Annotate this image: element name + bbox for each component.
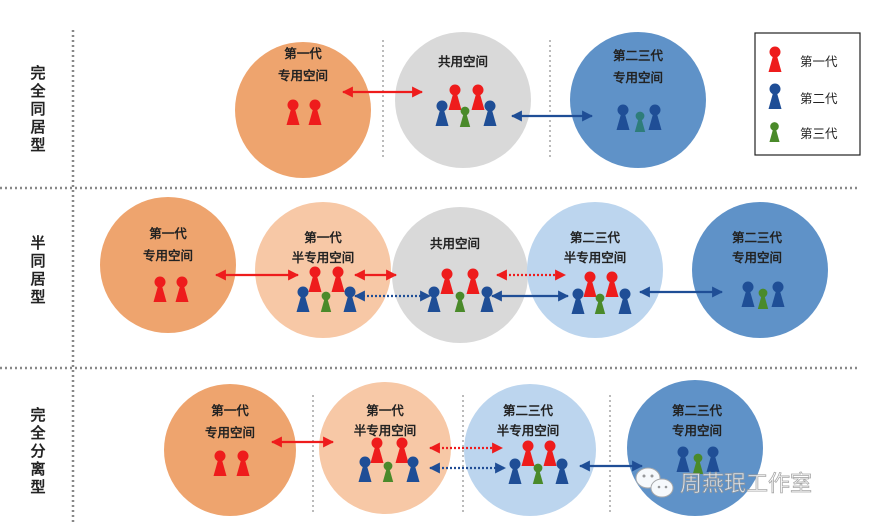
legend-third-gen: 第三代 — [800, 126, 838, 141]
svg-text:分: 分 — [30, 442, 45, 460]
first-gen-private-space — [164, 384, 296, 516]
svg-text:全: 全 — [29, 82, 46, 100]
svg-text:型: 型 — [30, 478, 45, 496]
row-label-semi-cohabitation: 半 同 居 型 — [30, 234, 45, 306]
legend: 第一代 第二代 第三代 — [754, 32, 861, 156]
svg-text:半专用空间: 半专用空间 — [292, 250, 355, 265]
svg-text:同: 同 — [30, 100, 45, 118]
svg-text:第二三代: 第二三代 — [570, 230, 621, 245]
svg-text:共用空间: 共用空间 — [438, 54, 488, 69]
space-circles — [100, 32, 828, 516]
shared-space — [395, 32, 531, 168]
svg-text:完: 完 — [30, 406, 45, 424]
watermark: 周燕珉工作室 — [635, 467, 812, 498]
second-third-gen-private-space — [692, 202, 828, 338]
row-label-full-cohabitation: 完 全 同 居 型 — [29, 64, 46, 154]
svg-text:半专用空间: 半专用空间 — [497, 423, 560, 438]
svg-text:第一代: 第一代 — [366, 403, 404, 418]
first-gen-semi-private-space — [255, 202, 391, 338]
svg-text:型: 型 — [30, 288, 45, 306]
legend-second-gen: 第二代 — [800, 91, 838, 106]
svg-text:型: 型 — [30, 136, 45, 154]
svg-text:专用空间: 专用空间 — [732, 250, 782, 265]
svg-text:半: 半 — [30, 234, 45, 252]
svg-text:半专用空间: 半专用空间 — [564, 250, 627, 265]
svg-text:完: 完 — [30, 64, 45, 82]
legend-first-gen: 第一代 — [800, 54, 838, 69]
svg-text:专用空间: 专用空间 — [672, 423, 722, 438]
zone-dividers — [312, 40, 611, 512]
svg-text:第二三代: 第二三代 — [613, 48, 664, 63]
wechat-icon — [635, 467, 674, 498]
row-label-full-separation: 完 全 分 离 型 — [29, 406, 46, 496]
first-gen-private-space — [235, 42, 371, 178]
svg-text:专用空间: 专用空间 — [205, 425, 255, 440]
svg-text:专用空间: 专用空间 — [143, 248, 193, 263]
second-third-gen-semi-private-space — [527, 202, 663, 338]
svg-text:专用空间: 专用空间 — [278, 68, 328, 83]
svg-text:第二三代: 第二三代 — [672, 403, 723, 418]
svg-text:第一代: 第一代 — [284, 46, 322, 61]
svg-text:居: 居 — [30, 270, 45, 288]
svg-text:第一代: 第一代 — [304, 230, 342, 245]
shared-space — [392, 207, 528, 343]
svg-text:离: 离 — [30, 460, 45, 478]
svg-text:第二三代: 第二三代 — [732, 230, 783, 245]
svg-text:专用空间: 专用空间 — [613, 70, 663, 85]
first-gen-private-space — [100, 197, 236, 333]
circle-labels: 第一代 专用空间 共用空间 第二三代 专用空间 第一代 专用空间 第一代 半专用… — [143, 46, 783, 440]
svg-text:居: 居 — [30, 118, 45, 136]
svg-text:半专用空间: 半专用空间 — [354, 423, 417, 438]
dividers — [0, 30, 860, 522]
second-third-gen-private-space — [570, 32, 706, 168]
svg-text:同: 同 — [30, 252, 45, 270]
svg-text:共用空间: 共用空间 — [430, 236, 480, 251]
svg-text:第一代: 第一代 — [211, 403, 249, 418]
svg-text:全: 全 — [29, 424, 46, 442]
svg-text:第二三代: 第二三代 — [503, 403, 554, 418]
access-arrows — [214, 86, 724, 474]
svg-text:第一代: 第一代 — [149, 226, 187, 241]
watermark-text: 周燕珉工作室 — [680, 472, 812, 497]
